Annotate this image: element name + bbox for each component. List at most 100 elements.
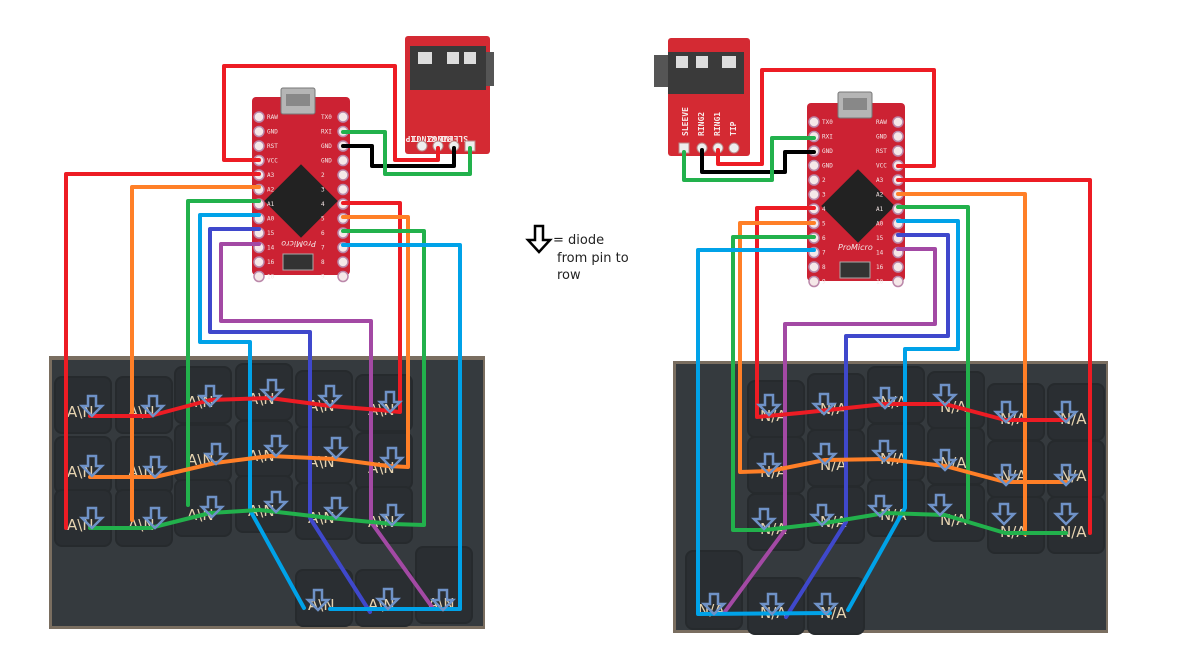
right-usb-port — [843, 98, 867, 110]
diode-icon — [1052, 502, 1080, 526]
diode-icon — [758, 592, 786, 616]
diode-icon — [755, 393, 783, 417]
pin-label: RST — [267, 143, 278, 150]
pin-hole — [892, 145, 904, 157]
right-vcc-to-ring1 — [716, 68, 936, 168]
pin-label: 3 — [321, 187, 325, 194]
pin-label: 16 — [876, 264, 884, 271]
keycap — [747, 577, 805, 635]
diode-icon — [755, 452, 783, 476]
pin-label: 10 — [876, 279, 884, 286]
left-col-red — [64, 172, 261, 530]
left-vcc-to-ring1 — [222, 64, 440, 162]
diode-icon — [78, 454, 106, 478]
left-jack-pin-tip — [416, 140, 428, 152]
right-jack-contact — [696, 56, 708, 68]
diode-icon — [808, 503, 836, 527]
pin-label: GND — [822, 163, 833, 170]
diode-icon — [262, 490, 290, 514]
diode-icon — [322, 436, 350, 460]
left-jack-contact — [418, 52, 432, 64]
pin-label: RAW — [267, 114, 278, 121]
right-col-purple — [722, 247, 937, 615]
diode-icon — [378, 503, 406, 527]
pin-label: A1 — [876, 206, 884, 213]
left-jack-label-ring1: RING1 — [412, 134, 436, 143]
right-row-lightblue — [696, 248, 832, 616]
pin-hole — [892, 275, 904, 288]
right-jack-label-tip: TIP — [729, 121, 738, 136]
diode-icon — [812, 592, 840, 616]
right-jack-label-ring1: RING1 — [713, 112, 722, 136]
right-jack-label-ring2: RING2 — [697, 112, 706, 136]
left-col-darkblue — [208, 227, 372, 614]
key-legend: A\N — [67, 463, 94, 481]
diode-icon — [198, 495, 226, 519]
pin-hole — [892, 130, 904, 143]
diode-icon — [1052, 400, 1080, 424]
diode-icon — [871, 386, 899, 410]
right-mcu-chip — [821, 169, 895, 243]
pin-hole — [253, 256, 265, 268]
pin-label: 6 — [822, 235, 826, 242]
diode-icon — [931, 383, 959, 407]
keycap — [987, 496, 1045, 554]
right-col-darkblue — [784, 233, 950, 619]
diode-icon — [931, 448, 959, 472]
left-jack-label-sleeve: SLEEVE — [439, 134, 468, 143]
pin-label: 3 — [822, 192, 826, 199]
pin-label: VCC — [876, 163, 887, 170]
key-legend: N/A — [1060, 523, 1087, 541]
diode-icon — [810, 392, 838, 416]
pin-hole — [253, 140, 265, 152]
pin-label: 4 — [822, 206, 826, 213]
key: N/A — [1047, 496, 1105, 554]
diode-icon — [139, 394, 167, 418]
pin-hole — [808, 261, 820, 273]
pin-label: A1 — [267, 201, 275, 208]
key: A\N — [415, 546, 473, 624]
pin-label: A3 — [876, 177, 884, 184]
pin-label: A2 — [267, 187, 275, 194]
diode-icon — [992, 463, 1020, 487]
pin-label: 8 — [321, 259, 325, 266]
diode-icon — [374, 587, 402, 611]
right-trrs-jack: SLEEVE RING2 RING1 TIP — [654, 38, 750, 156]
diode-icon — [196, 384, 224, 408]
keycap — [867, 479, 925, 537]
pin-label: RXI — [822, 134, 833, 141]
diode-icon — [376, 390, 404, 414]
pin-label: 14 — [876, 250, 884, 257]
right-rxi-to-sleeve — [682, 136, 816, 182]
diode-icon — [1052, 463, 1080, 487]
right-jack-contact — [676, 56, 688, 68]
right-col-green — [896, 205, 970, 520]
left-col-purple — [219, 242, 434, 609]
diode-icon — [700, 592, 728, 616]
pin-hole — [337, 256, 349, 268]
pin-hole — [808, 275, 820, 288]
key-legend: N/A — [1060, 410, 1087, 428]
pin-hole — [253, 270, 265, 283]
pin-label: 15 — [267, 230, 275, 237]
pin-label: RST — [876, 148, 887, 155]
right-jack-label-sleeve: SLEEVE — [681, 107, 690, 136]
diode-icon — [811, 442, 839, 466]
diode-icon — [141, 506, 169, 530]
key: A\N — [115, 436, 173, 494]
keycap — [295, 569, 353, 627]
diode-icon — [78, 394, 106, 418]
diode-icon — [202, 442, 230, 466]
pin-hole — [337, 154, 349, 167]
pin-label: 5 — [822, 221, 826, 228]
pin-hole — [808, 159, 820, 172]
diode-icon — [141, 455, 169, 479]
diode-icon — [992, 400, 1020, 424]
pin-hole — [253, 125, 265, 138]
key: N/A — [685, 550, 743, 630]
pin-label: 14 — [267, 245, 275, 252]
left-col-orange — [130, 185, 261, 522]
